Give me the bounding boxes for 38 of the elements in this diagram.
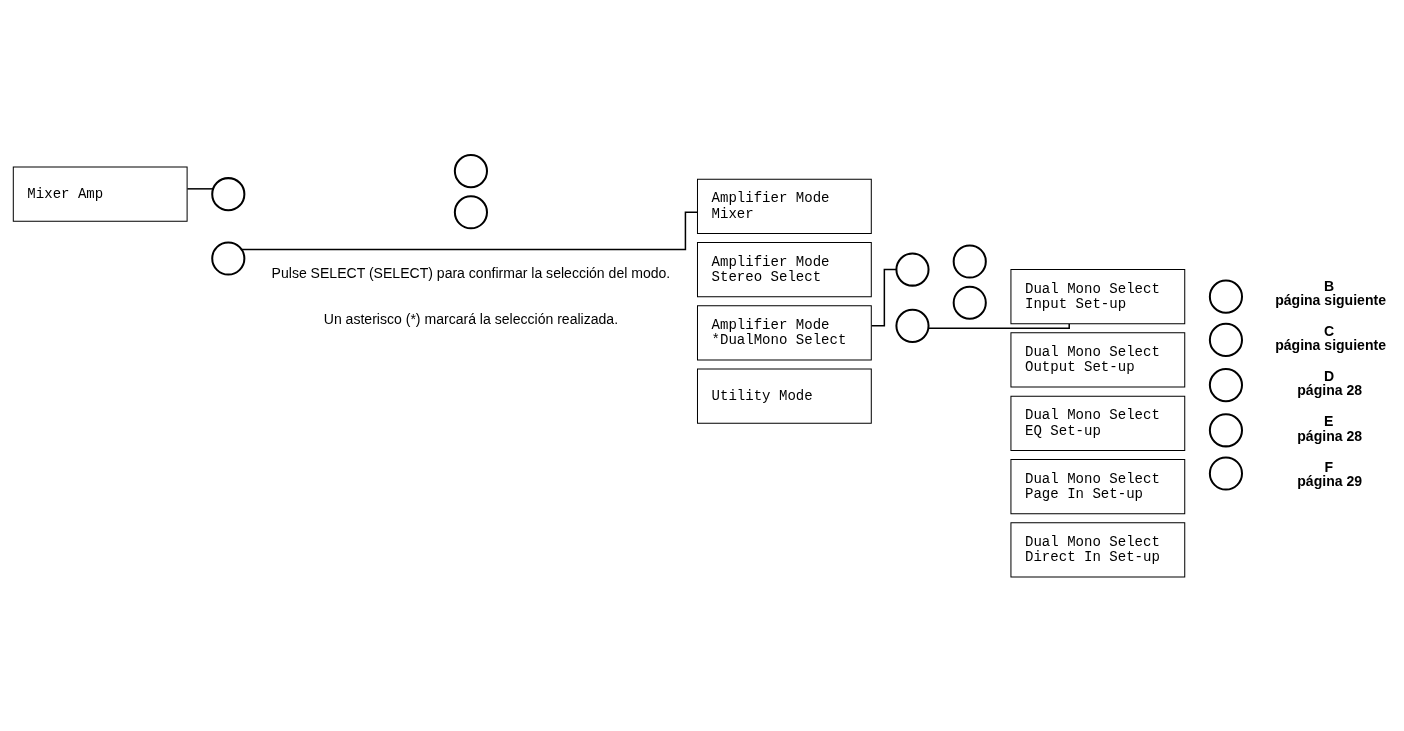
node-label: página 28 [1297,427,1363,444]
node-circle [895,251,930,287]
connector [870,268,897,327]
node-label: E [1323,412,1334,429]
node-box: Amplifier Mode Stereo Select [697,241,872,297]
node-box: Amplifier Mode Mixer [697,178,872,234]
node-box: Dual Mono Select EQ Set-up [1010,395,1186,451]
node-label: página 28 [1297,381,1363,398]
node-label: F [1324,458,1333,475]
node-circle [1208,367,1243,402]
label: Un asterisco (*) marcará la selección realizada. [323,310,619,326]
connector [241,211,698,250]
node-label: B [1323,277,1335,294]
node-label: página siguiente [1275,291,1387,308]
node-circle [453,194,488,229]
node-circle [453,153,488,188]
connector [186,187,214,190]
node-circle [211,240,246,276]
node-circle [211,176,246,211]
node-box: Dual Mono Select Input Set-up [1010,268,1186,324]
node-circle [952,285,987,320]
node-box: Mixer Amp [12,166,188,222]
node-circle [895,308,930,343]
node-label: página siguiente [1275,336,1387,353]
node-circle [1208,279,1243,314]
label: Pulse SELECT (SELECT) para confirmar la selección del modo. [271,264,671,281]
node-box: Utility Mode [697,368,872,424]
node-box: Amplifier Mode *DualMono Select [697,304,872,360]
node-circle [952,243,987,279]
node-box: Dual Mono Select Output Set-up [1010,331,1186,388]
node-circle [1208,455,1243,491]
node-label: página 29 [1297,472,1363,489]
node-label: C [1323,322,1335,339]
node-box: Dual Mono Select Direct In Set-up [1010,521,1186,577]
node-circle [1208,322,1243,357]
node-circle [1208,412,1243,447]
node-label: D [1323,367,1335,384]
node-box: Dual Mono Select Page In Set-up [1010,458,1186,514]
